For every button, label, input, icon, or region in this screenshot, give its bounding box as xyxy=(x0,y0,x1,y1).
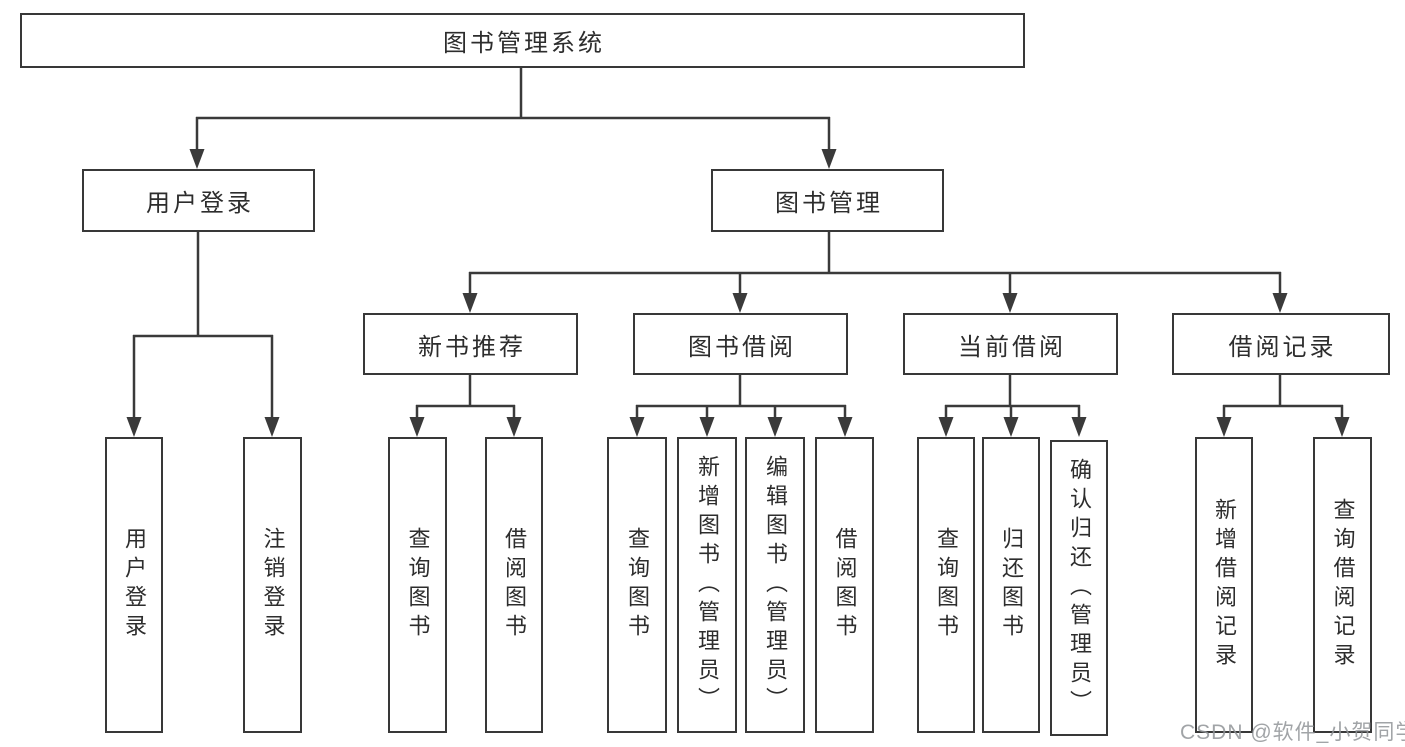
leaf-query-borrow-record-label: 查询借阅记录 xyxy=(1330,498,1356,672)
leaf-return-books: 归还图书 xyxy=(982,437,1040,733)
leaf-borrow-books: 借阅图书 xyxy=(815,437,874,733)
leaf-user-login: 用户登录 xyxy=(105,437,163,733)
leaf-logout-label: 注销登录 xyxy=(260,527,286,643)
leaf-add-books-admin-label: 新增图书（管理员） xyxy=(695,454,720,716)
leaf-edit-books-admin-label: 编辑图书（管理员） xyxy=(763,454,788,716)
node-book-management-label: 图书管理 xyxy=(775,190,883,217)
node-new-book-recommend-label: 新书推荐 xyxy=(418,333,526,361)
node-book-management: 图书管理 xyxy=(711,169,944,232)
arrowheads xyxy=(126,149,1350,437)
leaf-current-query-books-label: 查询图书 xyxy=(934,527,959,643)
leaf-edit-books-admin: 编辑图书（管理员） xyxy=(745,437,805,733)
leaf-recommend-query-books: 查询图书 xyxy=(388,437,447,733)
leaf-borrow-query-books-label: 查询图书 xyxy=(625,527,650,643)
node-current-borrow-label: 当前借阅 xyxy=(958,333,1066,361)
node-current-borrow: 当前借阅 xyxy=(903,313,1118,375)
leaf-logout: 注销登录 xyxy=(243,437,302,733)
leaf-recommend-query-books-label: 查询图书 xyxy=(405,527,431,643)
node-book-borrow: 图书借阅 xyxy=(633,313,848,375)
leaf-return-books-label: 归还图书 xyxy=(999,527,1024,643)
leaf-recommend-borrow-books: 借阅图书 xyxy=(485,437,543,733)
node-book-borrow-label: 图书借阅 xyxy=(688,333,796,361)
leaf-add-borrow-record-label: 新增借阅记录 xyxy=(1212,498,1237,672)
node-user-login-label: 用户登录 xyxy=(146,190,254,217)
leaf-borrow-books-label: 借阅图书 xyxy=(832,527,858,643)
node-new-book-recommend: 新书推荐 xyxy=(363,313,578,375)
leaf-borrow-query-books: 查询图书 xyxy=(607,437,667,733)
leaf-query-borrow-record: 查询借阅记录 xyxy=(1313,437,1372,733)
leaf-add-borrow-record: 新增借阅记录 xyxy=(1195,437,1253,733)
leaf-current-query-books: 查询图书 xyxy=(917,437,975,733)
node-borrow-record: 借阅记录 xyxy=(1172,313,1390,375)
csdn-watermark: CSDN @软件_小贺同学 xyxy=(1180,721,1405,744)
node-root-label: 图书管理系统 xyxy=(443,30,605,57)
leaf-confirm-return-admin-label: 确认归还（管理员） xyxy=(1067,457,1092,719)
leaf-confirm-return-admin: 确认归还（管理员） xyxy=(1050,440,1108,736)
leaf-user-login-label: 用户登录 xyxy=(122,527,147,643)
leaf-add-books-admin: 新增图书（管理员） xyxy=(677,437,737,733)
leaf-recommend-borrow-books-label: 借阅图书 xyxy=(502,527,527,643)
node-root: 图书管理系统 xyxy=(20,13,1025,68)
node-borrow-record-label: 借阅记录 xyxy=(1228,333,1337,361)
node-user-login: 用户登录 xyxy=(82,169,315,232)
